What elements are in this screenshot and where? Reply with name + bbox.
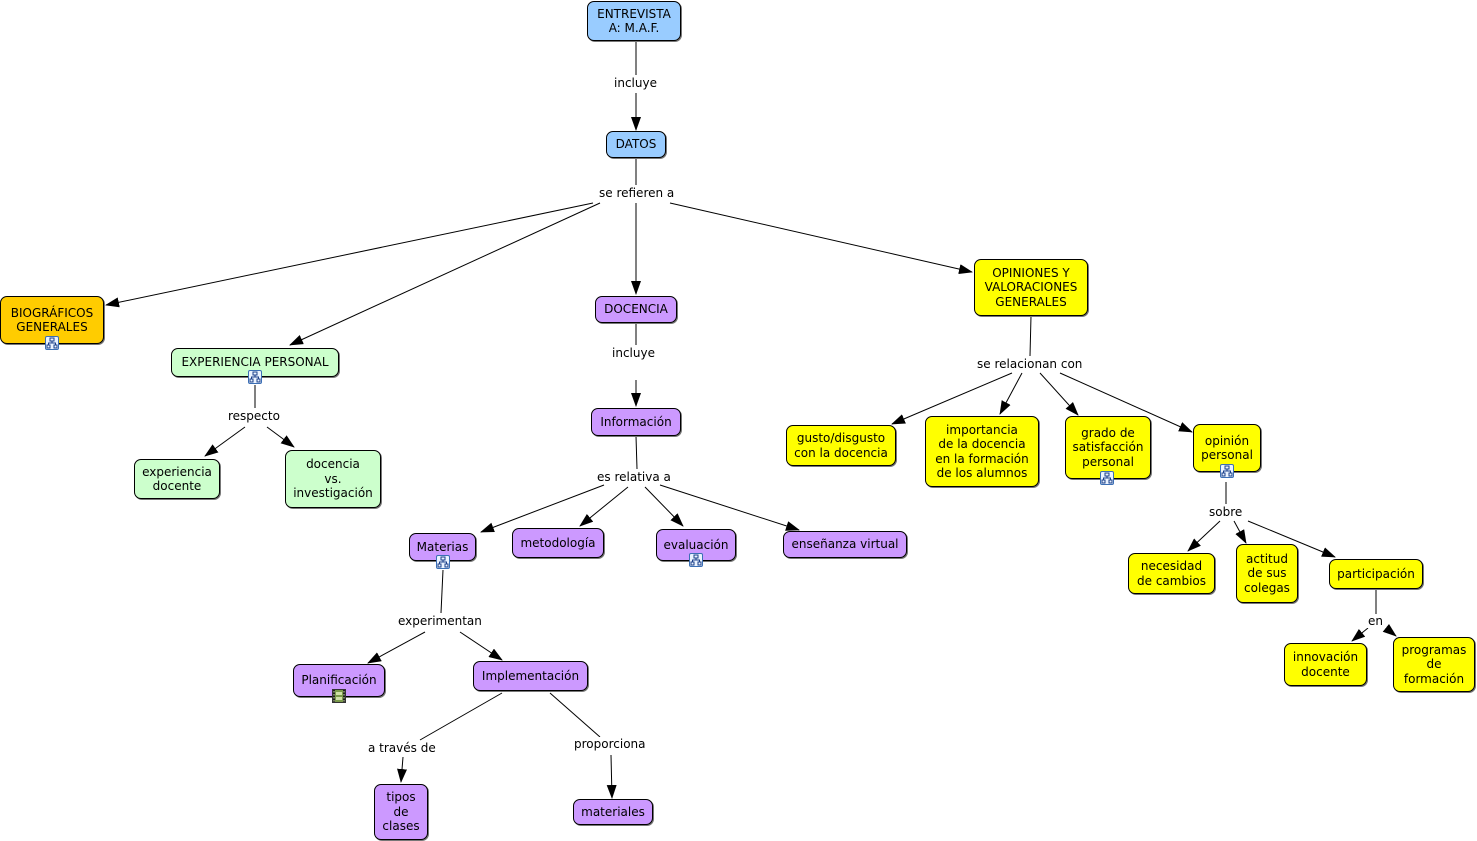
link-se-refieren-a: se refieren a (597, 186, 677, 200)
concept-map-icon[interactable] (689, 553, 703, 567)
concept-metodologia[interactable]: metodología (512, 528, 604, 558)
concept-programas-formacion[interactable]: programas de formación (1393, 637, 1475, 692)
concept-tipos-de-clases[interactable]: tipos de clases (374, 784, 428, 840)
concept-actitud-colegas[interactable]: actitud de sus colegas (1236, 544, 1298, 603)
concept-ensenanza-virtual[interactable]: enseñanza virtual (783, 531, 907, 558)
concept-map-icon[interactable] (436, 555, 450, 569)
concept-participacion[interactable]: participación (1329, 559, 1423, 589)
concept-datos[interactable]: DATOS (606, 131, 666, 158)
link-en: en (1366, 614, 1385, 628)
concept-experiencia-docente[interactable]: experiencia docente (134, 459, 220, 499)
link-sobre: sobre (1207, 505, 1245, 519)
concept-informacion[interactable]: Información (591, 408, 681, 436)
concept-map-icon[interactable] (1100, 471, 1114, 485)
link-es-relativa-a: es relativa a (595, 470, 673, 484)
concept-innovacion-docente[interactable]: innovación docente (1284, 643, 1367, 686)
link-incluye-2: incluye (610, 346, 657, 360)
concept-map-icon[interactable] (1220, 464, 1234, 478)
concept-map-icon[interactable] (45, 336, 59, 350)
concept-opiniones-valoraciones[interactable]: OPINIONES Y VALORACIONES GENERALES (974, 259, 1088, 316)
film-strip-icon[interactable] (332, 689, 346, 703)
concept-importancia-docencia[interactable]: importancia de la docencia en la formaci… (925, 416, 1039, 487)
link-incluye-1: incluye (612, 76, 659, 90)
link-respecto: respecto (226, 409, 282, 423)
concept-gusto-disgusto[interactable]: gusto/disgusto con la docencia (786, 425, 896, 466)
concept-map-icon[interactable] (248, 370, 262, 384)
concept-implementacion[interactable]: Implementación (473, 661, 588, 691)
concept-evaluacion[interactable]: evaluación (656, 529, 736, 561)
link-proporciona: proporciona (572, 737, 648, 751)
link-experimentan: experimentan (396, 614, 484, 628)
concept-entrevista[interactable]: ENTREVISTA A: M.A.F. (587, 1, 681, 41)
concept-grado-satisfaccion[interactable]: grado de satisfacción personal (1065, 416, 1151, 479)
link-se-relacionan-con: se relacionan con (975, 357, 1085, 371)
concept-docencia-vs-investigacion[interactable]: docencia vs. investigación (285, 450, 381, 508)
concept-docencia[interactable]: DOCENCIA (595, 296, 677, 323)
link-a-traves-de: a través de (366, 741, 438, 755)
concept-materiales[interactable]: materiales (573, 799, 653, 825)
concept-necesidad-cambios[interactable]: necesidad de cambios (1128, 553, 1215, 594)
